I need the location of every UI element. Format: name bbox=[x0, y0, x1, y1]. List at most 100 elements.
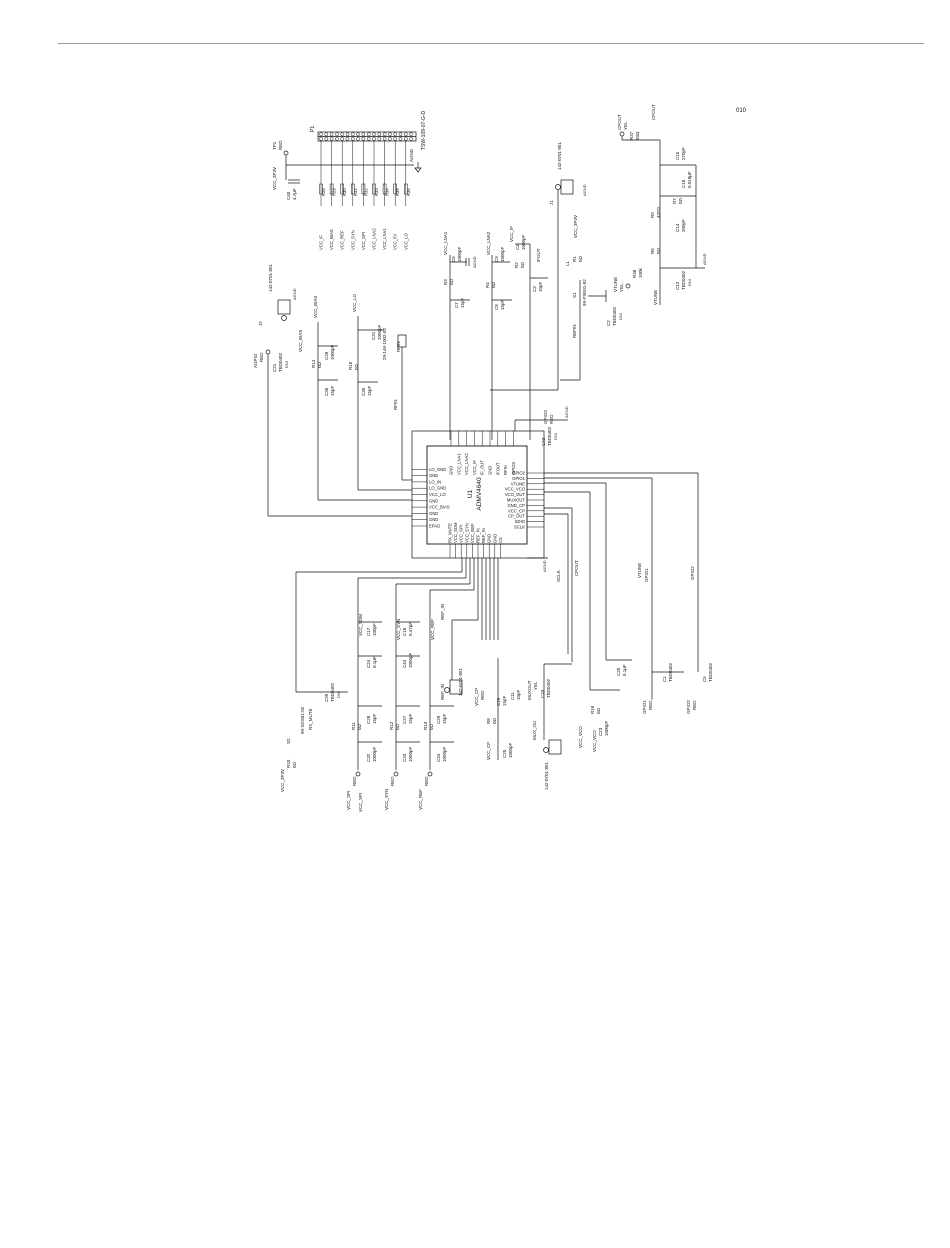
c9-val: 1000pF bbox=[500, 246, 505, 262]
vcc-lo-net: VCC_LO bbox=[352, 293, 357, 312]
header-resistor-ref: R30 bbox=[342, 188, 347, 196]
c4-ref: C4 bbox=[515, 244, 520, 250]
header-pin bbox=[409, 132, 413, 137]
ic-pin-label: VCC_REF bbox=[470, 523, 475, 543]
ic-pin-label: RFIN bbox=[503, 465, 508, 475]
ic-pin-label: GND bbox=[492, 534, 497, 543]
r6-ref: R6 bbox=[650, 248, 655, 254]
c14-ref: C14 bbox=[675, 223, 680, 232]
ic-pin-label: GND bbox=[488, 466, 493, 475]
j2-agnd: AGND bbox=[292, 288, 297, 300]
header-pin bbox=[388, 136, 392, 141]
c6-val: 1000pF bbox=[457, 246, 462, 262]
ic-pin-label: MUXOUT bbox=[507, 498, 526, 503]
c10-val: TBD0402 bbox=[546, 678, 551, 698]
vcc-bias-tp: VCC_BIAS bbox=[298, 330, 303, 352]
c10-ref: C10 bbox=[540, 689, 545, 698]
left-chain: 142-0701-851 J2 AGND AGPIO RED C21 TBD04… bbox=[253, 263, 412, 517]
c3-ref: C3 bbox=[532, 286, 537, 292]
j4-part: 142-0701-851 bbox=[544, 761, 549, 790]
gpio1-tp-ref: GPIO1 bbox=[642, 700, 647, 714]
c16-ref: C16 bbox=[681, 179, 686, 188]
c21-dni: DNI bbox=[284, 361, 289, 368]
header-agnd: AGND bbox=[409, 148, 414, 162]
ic-pin-label: GND bbox=[429, 517, 438, 522]
gpio1-net: GPIO1 bbox=[644, 568, 649, 582]
header-pins bbox=[319, 132, 413, 141]
vcc-cp-tp-ref: VCC_CP bbox=[474, 688, 479, 706]
c17-ref: C17 bbox=[366, 627, 371, 636]
header-pin bbox=[393, 132, 398, 137]
c26-ref: C26 bbox=[324, 351, 329, 360]
header-pin bbox=[340, 136, 345, 141]
c18-ref: C18 bbox=[402, 627, 407, 636]
header-resistor bbox=[329, 183, 334, 195]
ic-pin-label: GPIO1 bbox=[512, 476, 525, 481]
ic-pin-label: GND bbox=[429, 498, 438, 503]
header-resistor bbox=[404, 183, 408, 195]
vcc-vco-net: VCC_VCO bbox=[592, 730, 597, 752]
gpio3-agnd: AGND bbox=[564, 406, 569, 418]
c21-val: TBD0402 bbox=[278, 352, 283, 372]
vtune-net-2: VTUNE bbox=[653, 290, 658, 305]
ic-pin-label: GPIO2 bbox=[512, 471, 525, 476]
ic-pin-label: GND bbox=[449, 466, 454, 475]
header-resistor-ref: R33 bbox=[374, 188, 379, 196]
c33-ref: C33 bbox=[402, 753, 407, 762]
header-pin bbox=[382, 132, 387, 137]
ic-pin-label: SCLK bbox=[514, 525, 525, 530]
r12-ref: R12 bbox=[389, 721, 394, 730]
r10-ref: R10 bbox=[286, 759, 291, 768]
page-number: 010 bbox=[736, 108, 747, 114]
vtune-net: VTUNE bbox=[637, 563, 642, 578]
muxout-tp-ref: MUXOUT bbox=[527, 680, 532, 700]
ic-pin-label: LO_GND bbox=[429, 467, 446, 472]
ic-pin-label: IFOUT bbox=[495, 462, 500, 475]
s2-val: 99-SDS01-02 bbox=[300, 706, 305, 734]
ic-ref: U1 bbox=[467, 489, 474, 498]
net-vcc-if-top: VCC_IF bbox=[509, 226, 514, 242]
header-pin bbox=[388, 132, 392, 137]
ic-pin-label: LO_IN bbox=[429, 479, 441, 484]
right-wires: GPIO2 GPIO1 VTUNE CPOUT SCLK AGND bbox=[527, 472, 699, 700]
c6-ref: C6 bbox=[451, 256, 456, 262]
header-pin bbox=[350, 132, 355, 137]
r4-ref: R4 bbox=[485, 282, 490, 288]
rx-mute-net: RX_MUTE bbox=[308, 708, 313, 730]
ic-pin-label: VCC_BIAS bbox=[429, 505, 450, 510]
header-resistor bbox=[372, 183, 376, 195]
header-resistor bbox=[393, 183, 397, 195]
header-pin bbox=[403, 132, 408, 137]
c8-val: 15pF bbox=[500, 299, 505, 310]
ic-pin-label: RX_MUTE bbox=[448, 523, 453, 543]
c43-ref: C43 bbox=[541, 437, 546, 446]
r8-ref: R8 bbox=[486, 718, 491, 724]
c25-val: 1000pF bbox=[508, 742, 513, 758]
header-pin bbox=[361, 132, 366, 137]
agpio2-ref: AGPIO bbox=[253, 353, 258, 368]
syn-tp-col: RED bbox=[390, 776, 395, 786]
header-pin bbox=[377, 136, 382, 141]
vcc-sdm-net: VCC_SDM bbox=[358, 614, 363, 636]
r38-val: 100k bbox=[638, 267, 643, 278]
r18-val: 0Ω bbox=[596, 707, 601, 714]
top-ifout: IFOUT bbox=[536, 248, 541, 262]
c17-val: 100pF bbox=[372, 623, 377, 636]
header-resistor-ref: R29 bbox=[332, 188, 337, 196]
header-pin bbox=[329, 132, 334, 137]
s2-ref: S2 bbox=[286, 738, 291, 744]
gpio3-tp: GPIO3 bbox=[543, 410, 548, 424]
ic-pin-label: EPAD bbox=[429, 524, 440, 529]
ic-pin-label: GND bbox=[429, 511, 438, 516]
header-pin bbox=[366, 132, 371, 137]
header-rule bbox=[58, 43, 924, 44]
ic-pin-label: VCC_SYN bbox=[464, 523, 469, 543]
r18-ref: R18 bbox=[590, 705, 595, 714]
ref-tp-col: RED bbox=[424, 776, 429, 786]
r12-val: 0Ω bbox=[395, 723, 400, 730]
header-pin bbox=[319, 136, 323, 141]
c27-ref: C27 bbox=[402, 715, 407, 724]
c32-val: 1000pF bbox=[372, 746, 377, 762]
r37-val: 50Ω bbox=[635, 131, 640, 140]
